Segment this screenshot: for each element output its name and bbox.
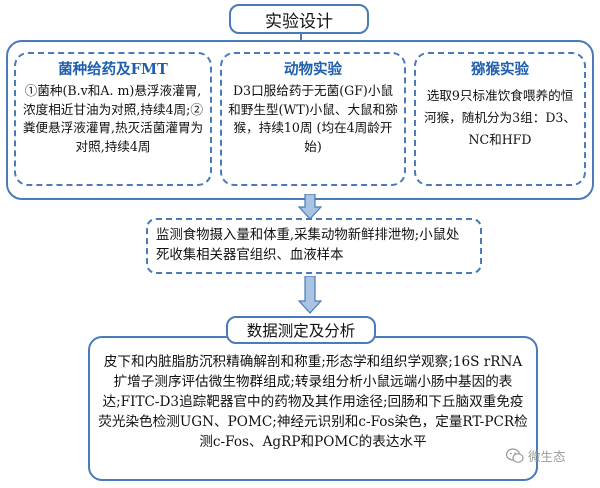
down-arrow-2: [298, 276, 322, 314]
analysis-title: 数据测定及分析: [246, 322, 356, 340]
analysis-box: 皮下和内脏脂肪沉积精确解剖和称重;形态学和组织学观察;16S rRNA扩增子测序…: [88, 336, 538, 481]
watermark-text: 微生态: [528, 449, 566, 464]
analysis-title-box: 数据测定及分析: [226, 316, 376, 344]
diagram-title: 实验设计: [265, 11, 333, 32]
monkey-heading: 猕猴实验: [471, 61, 529, 78]
monitoring-box: 监测食物摄入量和体重,采集动物新鲜排泄物;小鼠处死收集相关器官组织、血液样本: [146, 218, 482, 274]
animal-box: 动物实验 D3口服给药于无菌(GF)小鼠和野生型(WT)小鼠、大鼠和猕猴，持续1…: [220, 52, 406, 186]
monkey-box: 猕猴实验 选取9只标准饮食喂养的恒河猴，随机分为3组：D3、NC和HFD: [414, 52, 586, 186]
watermark: 微生态: [506, 446, 566, 465]
wechat-icon: [506, 447, 524, 463]
monitoring-text: 监测食物摄入量和体重,采集动物新鲜排泄物;小鼠处死收集相关器官组织、血液样本: [156, 228, 460, 263]
fmt-heading: 菌种给药及FMT: [58, 61, 168, 78]
monkey-body: 选取9只标准饮食喂养的恒河猴，随机分为3组：D3、NC和HFD: [423, 88, 577, 147]
analysis-body: 皮下和内脏脂肪沉积精确解剖和称重;形态学和组织学观察;16S rRNA扩增子测序…: [98, 354, 528, 450]
title-box: 实验设计: [229, 4, 369, 34]
down-arrow-1: [298, 194, 322, 220]
fmt-box: 菌种给药及FMT ①菌种(B.v和A. m)悬浮液灌胃,浓度相近甘油为对照,持续…: [14, 52, 212, 186]
fmt-body: ①菌种(B.v和A. m)悬浮液灌胃,浓度相近甘油为对照,持续4周;② 粪便悬浮…: [22, 83, 204, 154]
animal-body: D3口服给药于无菌(GF)小鼠和野生型(WT)小鼠、大鼠和猕猴，持续10周 (均…: [228, 83, 398, 154]
animal-heading: 动物实验: [284, 61, 342, 78]
